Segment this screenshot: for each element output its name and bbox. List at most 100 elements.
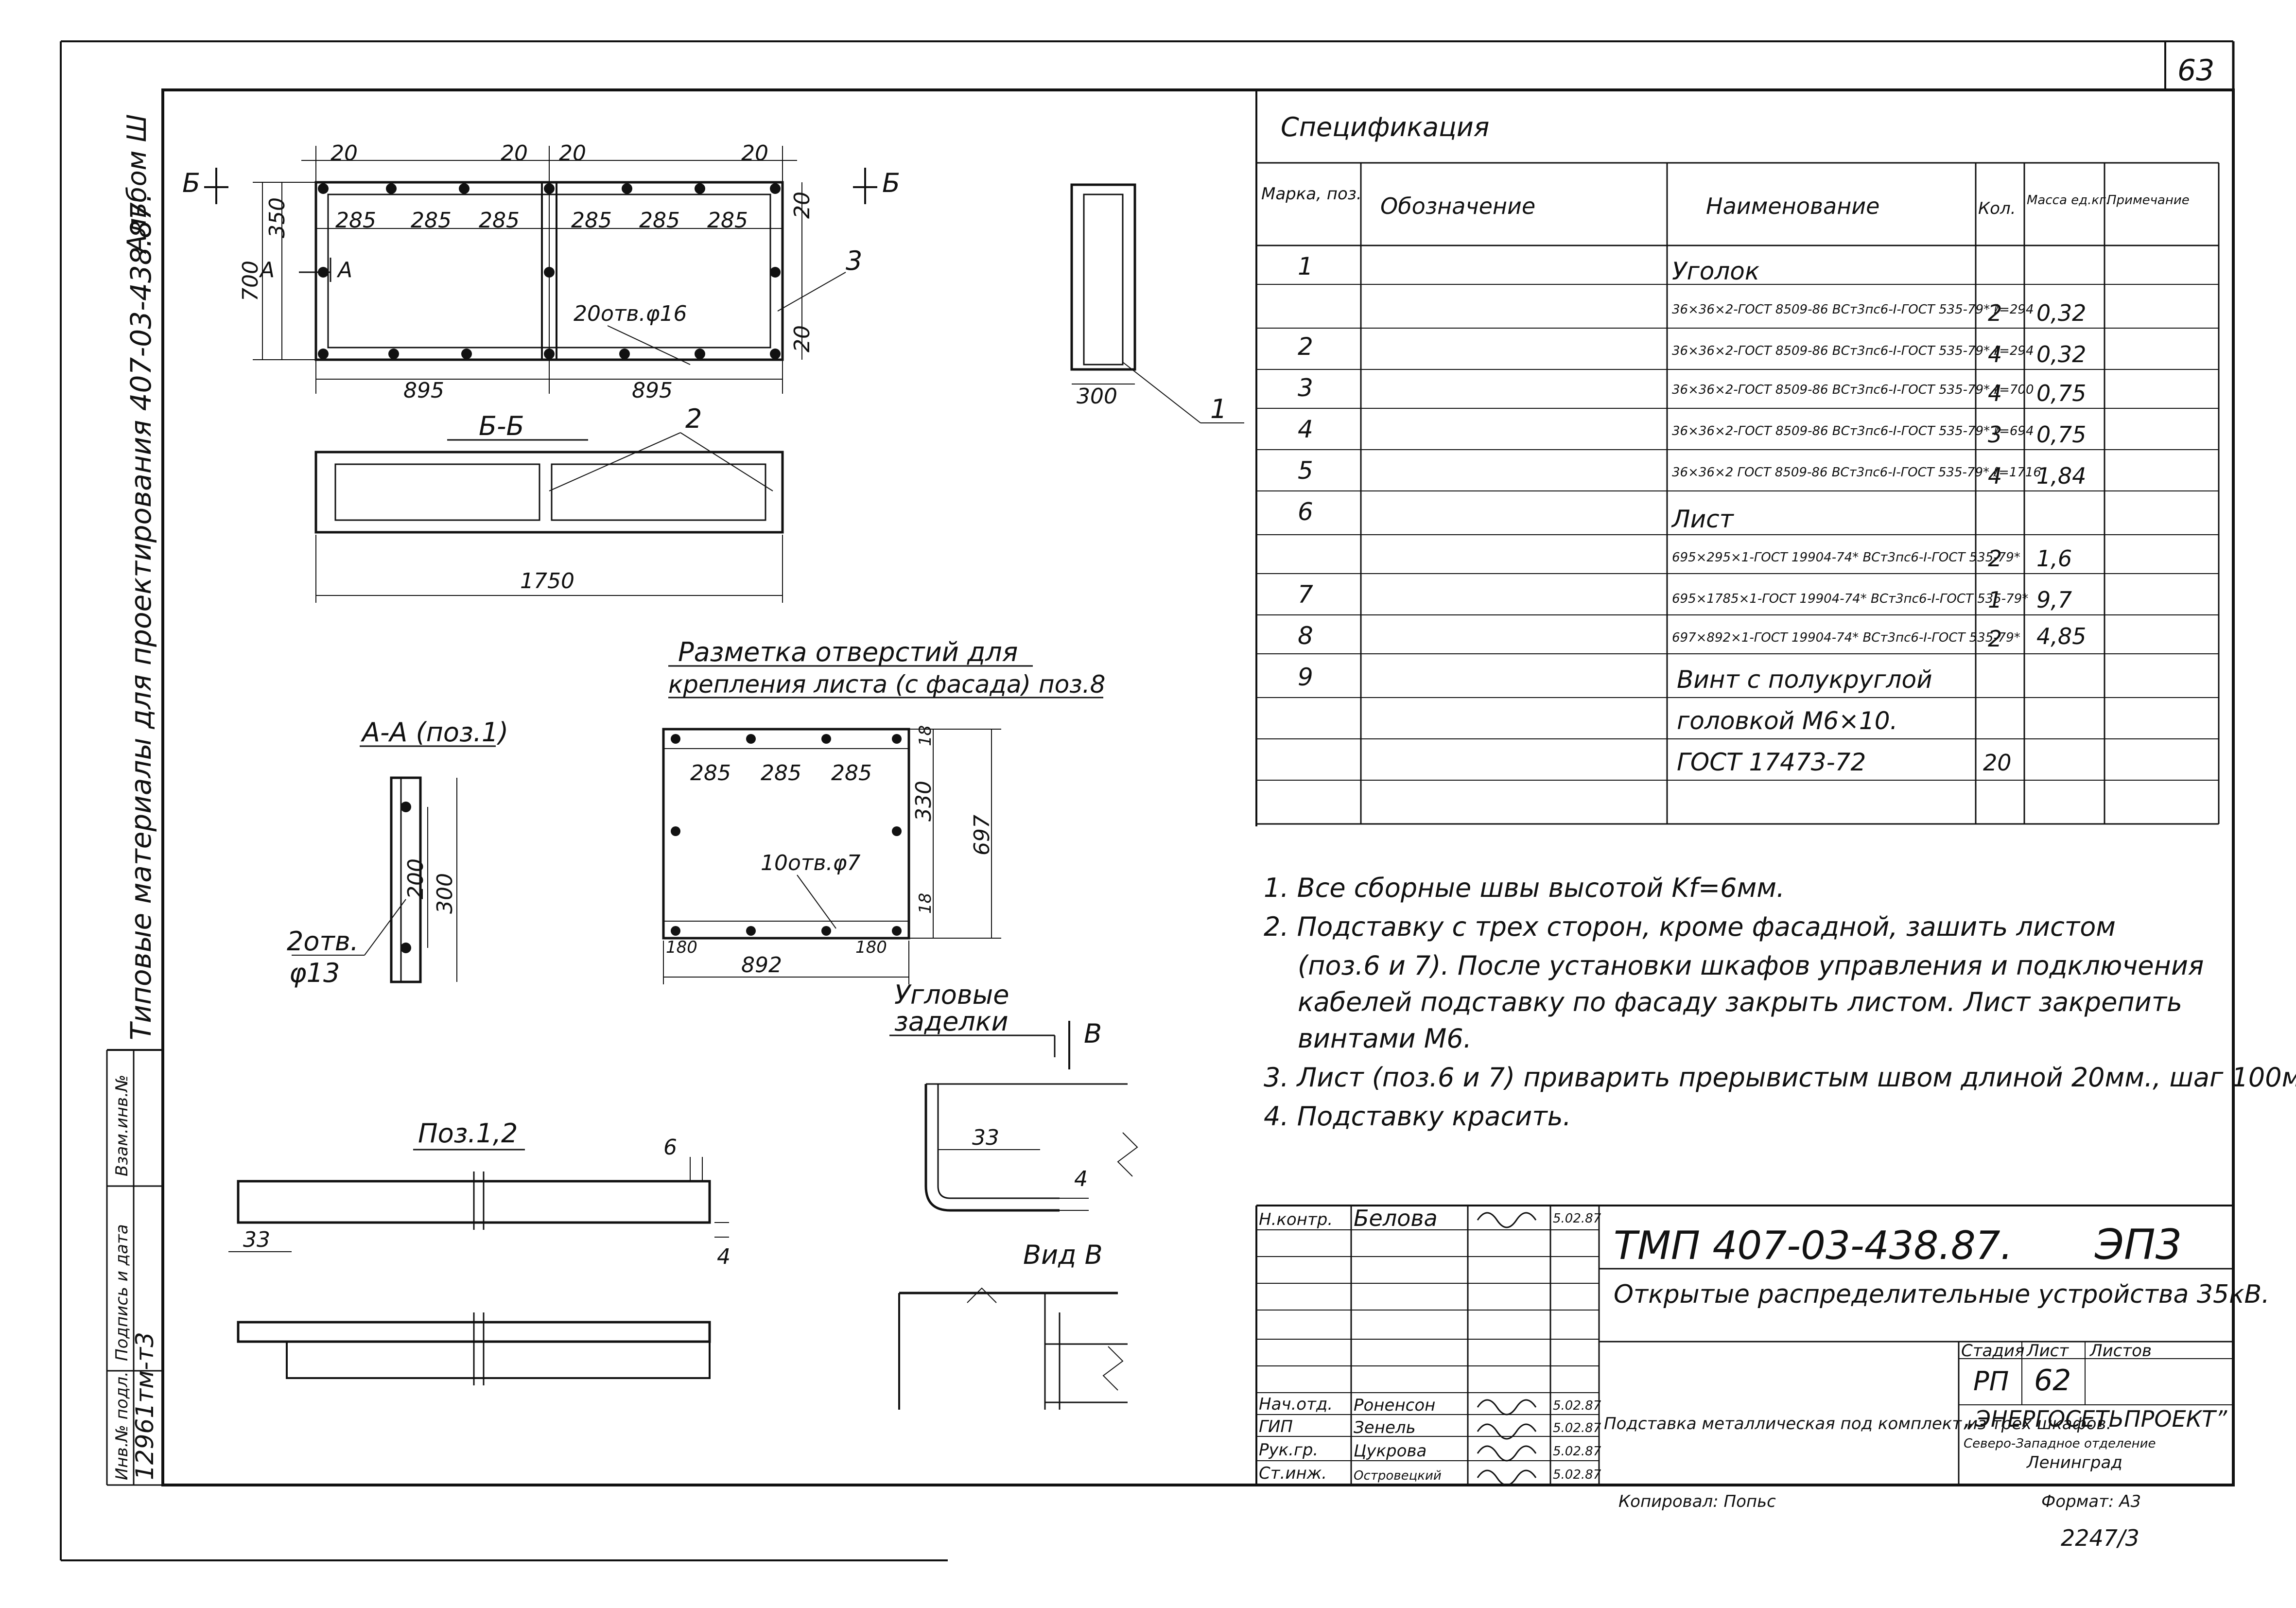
signature-marks — [1477, 1212, 1537, 1486]
spec-name: головкой М6×10. — [1677, 707, 1897, 735]
note-line: (поз.6 и 7). После установки шкафов упра… — [1298, 950, 2204, 981]
hole-layout-180-left: 180 — [666, 938, 697, 957]
spec-mass: 1,6 — [2036, 545, 2072, 572]
plan-dim-285-6: 285 — [707, 208, 748, 233]
tb-name-rukgr: Цукрова — [1354, 1441, 1426, 1461]
spec-header-name: Наименование — [1706, 193, 1879, 219]
tb-name-nachotd: Роненсон — [1354, 1396, 1435, 1415]
hole-layout-title-1: Разметка отверстий для — [678, 637, 1018, 667]
spec-table-grid — [1256, 162, 2220, 825]
hole-layout-holes: 10отв.φ7 — [761, 851, 860, 875]
spec-qty: 4 — [1988, 463, 2002, 489]
cut-mark-b-left: Б — [182, 168, 200, 198]
plan-holes-note: 20отв.φ16 — [574, 301, 687, 326]
tb-date-rukgr: 5.02.87 — [1553, 1444, 1601, 1459]
spec-qty: 4 — [1988, 380, 2002, 406]
organization-city: Ленинград — [2026, 1453, 2122, 1472]
plan-dim-350: 350 — [265, 197, 290, 238]
spec-mass: 4,85 — [2036, 623, 2086, 649]
spec-name: Лист — [1671, 505, 1735, 533]
note-line: винтами М6. — [1298, 1023, 1472, 1054]
spec-mass: 0,75 — [2036, 380, 2086, 406]
cut-mark-a-left: А — [259, 258, 275, 282]
section-aa-holes-count: 2отв. — [287, 926, 359, 957]
spec-name: 36×36×2 ГОСТ 8509-86 ВСт3пс6-I-ГОСТ 535-… — [1672, 465, 2041, 480]
corner-dim33: 33 — [972, 1125, 999, 1150]
section-bb-pos2: 2 — [685, 403, 702, 434]
spec-name: 695×1785×1-ГОСТ 19904-74* ВСт3пс6-I-ГОСТ… — [1672, 592, 2028, 606]
tb-date-gip: 5.02.87 — [1553, 1421, 1601, 1435]
spec-mass: 0,32 — [2036, 300, 2086, 326]
spec-header-qty: Кол. — [1978, 199, 2016, 218]
spec-header-designation: Обозначение — [1380, 193, 1535, 219]
plan-dim-20-right-b: 20 — [790, 325, 815, 352]
plan-dim-700: 700 — [238, 261, 263, 301]
spec-qty: 2 — [1988, 545, 2002, 572]
sheet-number: 62 — [2034, 1363, 2071, 1398]
aa-hole-top — [400, 802, 411, 812]
aa-hole-bottom — [400, 943, 411, 953]
plan-dim-285-3: 285 — [479, 208, 520, 233]
hole-layout-title-2: крепления листа (с фасада) поз.8 — [668, 670, 1105, 699]
tb-name-stinzh: Островецкий — [1354, 1468, 1442, 1483]
tb-role-gip: ГИП — [1259, 1417, 1293, 1436]
pos12-title: Поз.1,2 — [418, 1118, 518, 1149]
section-aa — [292, 745, 496, 983]
spec-mass: 0,75 — [2036, 421, 2086, 448]
spec-row: 36×36×2-ГОСТ 8509-86 ВСт3пс6-I-ГОСТ 535-… — [1672, 300, 2086, 326]
tb-date-nkontr: 5.02.87 — [1553, 1211, 1601, 1226]
spec-pos: 1 — [1298, 252, 1313, 280]
note-line: 1. Все сборные швы высотой Kf=6мм. — [1264, 873, 1785, 903]
plan-dim-895-b: 895 — [632, 378, 673, 403]
drawing-title: Подставка металлическая под комплект из … — [1604, 1414, 2111, 1433]
stamp-label-inv: Инв.№ подл. — [112, 1371, 132, 1480]
album-label: Альбом Ш — [122, 114, 152, 254]
plan-bolt-holes — [318, 183, 781, 359]
hole-layout-holes — [671, 734, 902, 936]
spec-row: 6 Лист — [1298, 498, 1735, 533]
pos12-dim4: 4 — [717, 1244, 731, 1269]
plan-dim-20-a: 20 — [330, 141, 358, 166]
hole-layout-285-1: 285 — [690, 761, 731, 786]
tb-name-nkontr: Белова — [1354, 1205, 1438, 1231]
plan-dim-895-a: 895 — [403, 378, 444, 403]
tb-role-nkontr: Н.контр. — [1259, 1210, 1333, 1229]
hole-layout-285-3: 285 — [831, 761, 872, 786]
sheet-label: Лист — [2026, 1341, 2069, 1361]
plan-view — [204, 146, 877, 394]
spec-name: 36×36×2-ГОСТ 8509-86 ВСт3пс6-I-ГОСТ 535-… — [1672, 424, 2034, 438]
plan-dim-20-right-a: 20 — [790, 192, 815, 219]
cabinet-pos1: 1 — [1210, 394, 1227, 424]
organization-name: „ЭНЕРГОСЕТЬПРОЕКТ” — [1964, 1406, 2227, 1432]
corner-view-letter: В — [1084, 1018, 1102, 1049]
stamp-label-repl: Взам.инв.№ — [112, 1075, 132, 1176]
note-line: 4. Подставку красить. — [1264, 1101, 1571, 1132]
sheet-frame — [60, 40, 2235, 1561]
spec-qty: 2 — [1988, 300, 2002, 326]
spec-name: ГОСТ 17473-72 — [1677, 748, 1866, 776]
copy-number: 2247/3 — [2061, 1525, 2139, 1551]
corner-detail — [889, 1021, 1138, 1410]
section-bb-length: 1750 — [520, 569, 574, 594]
spec-qty: 4 — [1988, 341, 2002, 367]
spec-pos: 7 — [1298, 580, 1313, 609]
spec-name: 36×36×2-ГОСТ 8509-86 ВСт3пс6-I-ГОСТ 535-… — [1672, 344, 2034, 358]
spec-row: ГОСТ 17473-72 20 — [1677, 748, 2012, 776]
note-line: кабелей подставку по фасаду закрыть лист… — [1298, 987, 2182, 1017]
hole-layout-330: 330 — [911, 781, 936, 821]
spec-name: Винт с полукруглой — [1677, 665, 1932, 694]
view-b-title: Вид В — [1023, 1240, 1103, 1270]
spec-qty: 3 — [1988, 421, 2002, 448]
spec-header-note: Примечание — [2107, 193, 2190, 208]
hole-layout-180-right: 180 — [855, 938, 887, 957]
tb-date-stinzh: 5.02.87 — [1553, 1468, 1601, 1482]
cut-mark-a-right: А — [336, 258, 352, 282]
section-aa-dim200: 200 — [403, 858, 428, 899]
sheet-format: Формат: А3 — [2041, 1492, 2141, 1511]
corner-title-2: заделки — [894, 1006, 1009, 1037]
pos12-dim6: 6 — [663, 1135, 677, 1160]
note-line: 2. Подставку с трех сторон, кроме фасадн… — [1264, 911, 2116, 942]
spec-header-mass: Масса ед.кг. — [2027, 193, 2110, 208]
spec-name: 36×36×2-ГОСТ 8509-86 ВСт3пс6-I-ГОСТ 535-… — [1672, 302, 2034, 317]
spec-title: Спецификация — [1281, 112, 1489, 142]
